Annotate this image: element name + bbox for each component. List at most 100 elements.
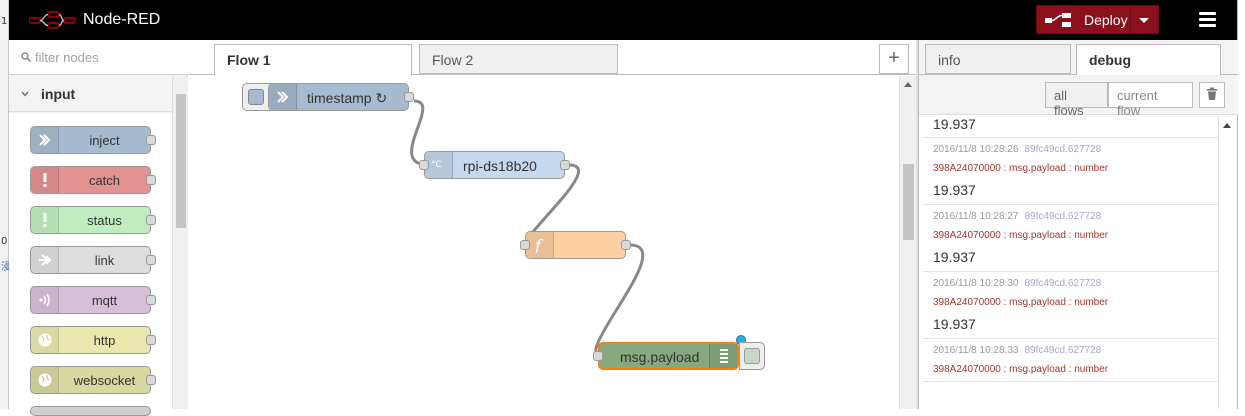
palette-node-status[interactable]: status	[30, 206, 156, 234]
output-port[interactable]	[146, 135, 156, 145]
debug-scrollbar[interactable]	[1218, 116, 1235, 409]
palette-node-inject[interactable]: inject	[30, 126, 156, 154]
debug-timestamp: 2016/11/8 10:28:33	[933, 345, 1019, 356]
palette-node-label: status	[87, 213, 122, 228]
palette-category-label: input	[41, 86, 76, 102]
scroll-up-icon[interactable]	[904, 82, 912, 87]
sidebar-resize-handle[interactable]	[916, 40, 918, 409]
palette-node-link[interactable]: link	[30, 246, 156, 274]
debug-topic: 398A24070000 : msg.payload : number	[933, 163, 1109, 174]
debug-value: 19.937	[933, 116, 976, 132]
flow-node-timestamp[interactable]: timestamp ↻	[268, 83, 414, 111]
output-port[interactable]	[146, 335, 156, 345]
debug-value: 19.937	[933, 249, 976, 265]
output-port[interactable]	[146, 175, 156, 185]
deploy-icon	[1045, 13, 1071, 27]
palette-node-catch[interactable]: catch	[30, 166, 156, 194]
scrollbar-thumb[interactable]	[903, 164, 914, 240]
debug-message-list: 19.937 2016/11/8 10:28:26 89fc49cd.627728…	[923, 116, 1218, 409]
globe-icon	[31, 327, 59, 353]
tab-flow-1[interactable]: Flow 1	[214, 44, 412, 76]
scrollbar-thumb[interactable]	[176, 94, 186, 228]
debug-message: 2016/11/8 10:28:30 89fc49cd.627728 398A24…	[923, 272, 1218, 339]
debug-message: 2016/11/8 10:28:33 89fc49cd.627728 398A24…	[923, 339, 1218, 382]
palette-node-label: websocket	[73, 373, 136, 388]
palette-category-header[interactable]: input	[9, 76, 172, 112]
debug-value: 19.937	[933, 316, 976, 332]
debug-topic: 398A24070000 : msg.payload : number	[933, 230, 1109, 241]
workspace-scrollbar[interactable]	[899, 76, 916, 409]
tab-info[interactable]: info	[925, 44, 1071, 74]
inject-trigger-square	[248, 89, 264, 105]
debug-timestamp: 2016/11/8 10:28:30	[933, 278, 1019, 289]
debug-node-id[interactable]: 89fc49cd.627728	[1024, 278, 1102, 289]
chevron-down-icon	[21, 91, 29, 97]
menu-icon[interactable]	[1199, 12, 1216, 27]
palette-node-websocket[interactable]: websocket	[30, 366, 156, 394]
flow-node-rpi-ds18b20[interactable]: °C rpi-ds18b20	[419, 151, 570, 179]
debug-node-id[interactable]: 89fc49cd.627728	[1024, 144, 1102, 155]
list-icon	[709, 344, 737, 368]
input-port[interactable]	[593, 351, 603, 361]
sidebar: info debug all flows current flow 19.937…	[918, 40, 1238, 409]
palette-node-mqtt[interactable]: mqtt	[30, 286, 156, 314]
background-fragment: 浸	[1, 262, 11, 273]
debug-node-id[interactable]: 89fc49cd.627728	[1024, 211, 1102, 222]
debug-timestamp: 2016/11/8 10:28:27	[933, 211, 1019, 222]
node-palette: input inject catch status	[9, 40, 188, 416]
output-port[interactable]	[146, 255, 156, 265]
palette-node-label: http	[93, 333, 116, 348]
trash-icon	[1207, 87, 1217, 100]
debug-topic: 398A24070000 : msg.payload : number	[933, 297, 1109, 308]
input-port[interactable]	[419, 160, 429, 170]
add-flow-button[interactable]: +	[879, 44, 909, 74]
flow-node-function[interactable]: f	[520, 231, 631, 259]
deploy-separator	[1130, 6, 1131, 33]
palette-node-label: inject	[89, 133, 120, 148]
tab-flow-2[interactable]: Flow 2	[419, 44, 618, 74]
palette-scrollbar[interactable]	[172, 76, 188, 409]
palette-node-http[interactable]: http	[30, 326, 156, 354]
app-title: Node-RED	[83, 11, 161, 28]
workspace-tab-bar: Flow 1 Flow 2 +	[189, 40, 916, 76]
debug-message: 2016/11/8 10:28:26 89fc49cd.627728 398A24…	[923, 138, 1218, 205]
deploy-button[interactable]: Deploy	[1036, 5, 1159, 34]
chevron-down-icon[interactable]	[1139, 18, 1149, 23]
background-fragment: 1	[1, 16, 8, 27]
flow-node-label: msg.payload	[620, 349, 700, 365]
palette-node-label: mqtt	[91, 293, 118, 308]
all-flows-button[interactable]: all flows	[1045, 82, 1108, 118]
debug-message: 2016/11/8 10:28:27 89fc49cd.627728 398A24…	[923, 205, 1218, 272]
flow-node-label: rpi-ds18b20	[463, 158, 537, 174]
current-flow-button[interactable]: current flow	[1108, 82, 1193, 118]
output-port[interactable]	[404, 92, 414, 102]
scroll-up-icon[interactable]	[1223, 123, 1231, 128]
debug-meta: 2016/11/8 10:28:27 89fc49cd.627728	[933, 211, 1209, 222]
output-port[interactable]	[146, 295, 156, 305]
alert-icon	[31, 167, 59, 193]
flow-node-label: timestamp ↻	[307, 90, 388, 106]
app-header: Node-RED Deploy	[9, 0, 1237, 40]
background-fragment: 0	[1, 236, 8, 247]
clear-debug-button[interactable]	[1199, 82, 1225, 108]
debug-meta: 2016/11/8 10:28:33 89fc49cd.627728	[933, 345, 1209, 356]
debug-node-id[interactable]: 89fc49cd.627728	[1024, 345, 1102, 356]
workspace: Flow 1 Flow 2 + timestamp ↻ °C rpi-ds18b…	[189, 40, 916, 409]
palette-filter	[9, 40, 188, 75]
palette-node-partial[interactable]	[30, 406, 151, 416]
output-port[interactable]	[560, 160, 570, 170]
flow-canvas[interactable]: timestamp ↻ °C rpi-ds18b20 f msg.payload	[189, 76, 899, 409]
input-port[interactable]	[520, 240, 530, 250]
debug-toggle-button[interactable]	[739, 342, 765, 370]
debug-timestamp: 2016/11/8 10:28:26	[933, 144, 1019, 155]
arrow-icon	[31, 127, 59, 153]
output-port[interactable]	[621, 240, 631, 250]
filter-nodes-input[interactable]	[35, 48, 180, 66]
deploy-label: Deploy	[1084, 12, 1128, 28]
output-port[interactable]	[146, 215, 156, 225]
debug-topic: 398A24070000 : msg.payload : number	[933, 364, 1109, 375]
thermometer-icon: °C	[425, 152, 453, 178]
flow-node-debug[interactable]: msg.payload	[593, 335, 746, 370]
output-port[interactable]	[146, 375, 156, 385]
tab-debug[interactable]: debug	[1076, 44, 1221, 76]
